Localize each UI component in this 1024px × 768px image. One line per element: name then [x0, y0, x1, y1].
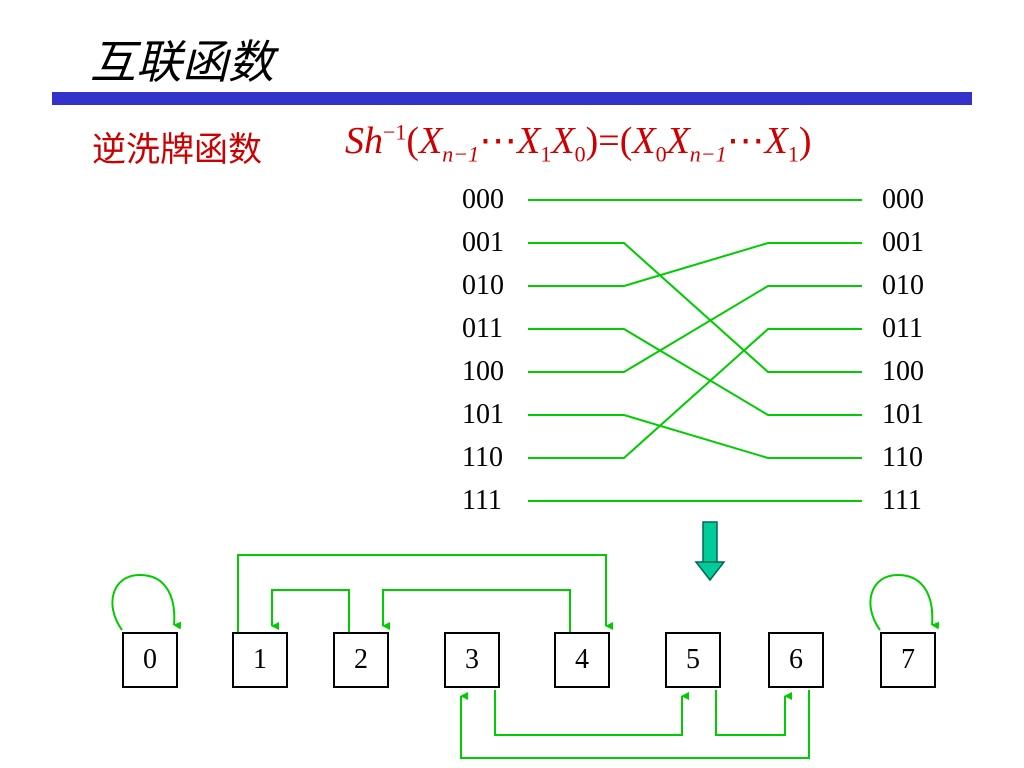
right-code-0: 000	[882, 184, 924, 215]
wire-1-to-4	[528, 242, 862, 373]
node-3: 3	[444, 632, 500, 688]
wire-2-to-1	[528, 242, 862, 287]
node-5: 5	[665, 632, 721, 688]
wire-6-to-3	[528, 328, 862, 459]
right-code-3: 011	[882, 313, 923, 344]
wire-4-to-2	[528, 285, 862, 373]
right-code-2: 010	[882, 270, 924, 301]
edge-2-to-1	[271, 589, 350, 632]
left-code-5: 101	[462, 399, 504, 430]
left-code-2: 010	[462, 270, 504, 301]
node-0: 0	[122, 632, 178, 688]
edge-4-to-2	[382, 589, 571, 632]
right-code-7: 111	[882, 485, 922, 516]
node-7: 7	[880, 632, 936, 688]
node-6: 6	[768, 632, 824, 688]
edge-1-to-4	[237, 554, 613, 632]
right-code-4: 100	[882, 356, 924, 387]
right-code-6: 110	[882, 442, 923, 473]
left-code-3: 011	[462, 313, 503, 344]
edge-5-to-6	[715, 690, 792, 736]
node-4: 4	[554, 632, 610, 688]
edge-3-to-5	[494, 690, 689, 736]
shuffle-wires	[528, 199, 862, 502]
right-code-5: 101	[882, 399, 924, 430]
left-code-7: 111	[462, 485, 502, 516]
title-rule	[52, 92, 972, 105]
edge-6-to-3	[460, 690, 810, 759]
wire-5-to-6	[528, 414, 862, 459]
node-1: 1	[232, 632, 288, 688]
node-2: 2	[333, 632, 389, 688]
down-arrow-icon	[694, 521, 726, 582]
self-loop-7	[869, 573, 940, 631]
self-loop-0	[111, 573, 182, 631]
left-code-4: 100	[462, 356, 504, 387]
right-code-1: 001	[882, 227, 924, 258]
function-label: 逆洗牌函数	[92, 130, 262, 170]
left-code-6: 110	[462, 442, 503, 473]
left-code-0: 000	[462, 184, 504, 215]
page-title: 互联函数	[90, 35, 274, 89]
wire-3-to-5	[528, 328, 862, 416]
formula: Sh−1(Xn−1⋯X1X0)=(X0Xn−1⋯X1)	[345, 119, 812, 167]
left-code-1: 001	[462, 227, 504, 258]
